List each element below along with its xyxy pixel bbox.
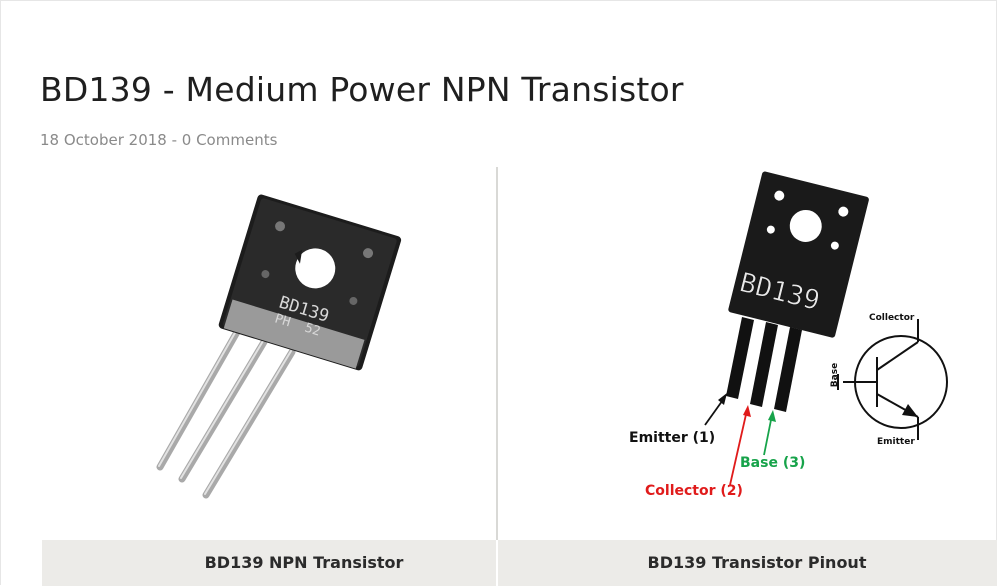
label-base: Base (3) [740, 455, 806, 471]
post-meta[interactable]: 18 October 2018 - 0 Comments [40, 131, 278, 149]
label-collector: Collector (2) [645, 483, 743, 499]
caption-bar-right [498, 540, 997, 586]
bd139-photo[interactable]: BD139 PH 52 [42, 167, 496, 540]
label-emitter: Emitter (1) [629, 430, 716, 446]
bd139-pinout-diagram[interactable]: BD139 [498, 167, 997, 540]
caption-right: BD139 Transistor Pinout [647, 553, 867, 572]
gallery-divider [496, 167, 498, 540]
symbol-emitter-label: Emitter [877, 437, 915, 447]
symbol-base-label: Base [830, 362, 841, 388]
caption-left: BD139 NPN Transistor [204, 553, 404, 572]
symbol-collector-label: Collector [869, 313, 915, 323]
caption-bar-left [42, 540, 496, 586]
post-title: BD139 - Medium Power NPN Transistor [40, 70, 684, 109]
